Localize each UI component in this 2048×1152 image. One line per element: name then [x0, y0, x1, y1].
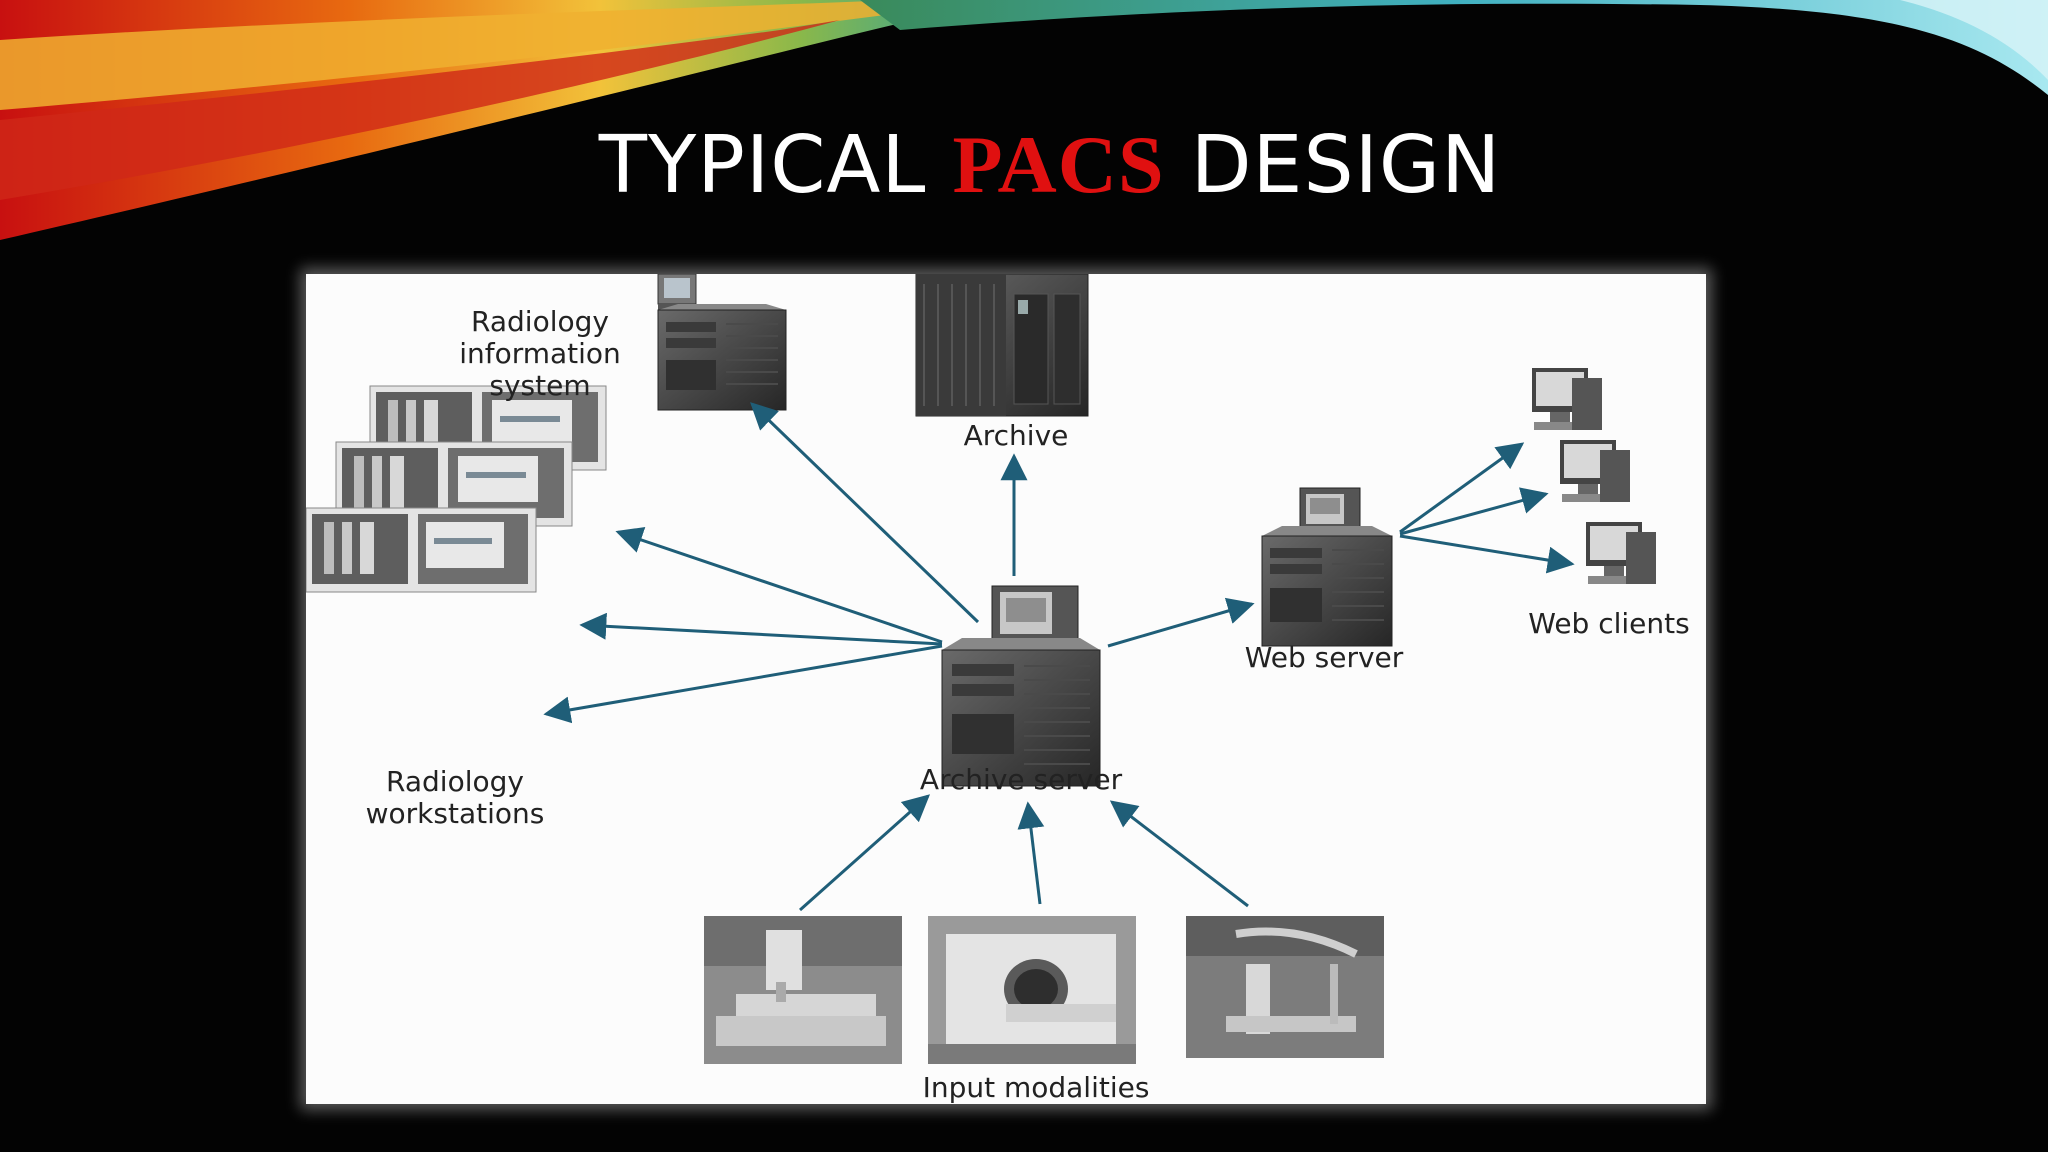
arrow-to-web-client-1: [1399, 442, 1525, 534]
web-clients-icon: [1532, 368, 1656, 584]
label-web-server: Web server: [1244, 641, 1404, 674]
label-archive-server: Archive server: [919, 763, 1123, 796]
title-suffix: DESIGN: [1190, 119, 1502, 211]
xray-modality-icon: [704, 916, 902, 1064]
arrow-from-xray: [799, 794, 931, 912]
mri-modality-icon: [928, 916, 1136, 1064]
label-workstations: Radiology workstations: [365, 765, 545, 830]
label-ris: Radiology information system: [459, 305, 621, 402]
arrow-to-workstation-3: [543, 644, 943, 724]
ris-server-icon: [657, 274, 787, 411]
web-client-2: [1560, 440, 1630, 502]
arrow-to-workstation-2: [579, 612, 943, 646]
arrow-from-angiography: [1109, 800, 1249, 908]
arrow-to-web-client-3: [1399, 534, 1575, 574]
angiography-modality-icon: [1186, 916, 1384, 1058]
arrow-to-workstation-1: [615, 527, 943, 644]
slide-title: TYPICAL PACS DESIGN: [0, 118, 2048, 212]
arrow-to-web-client-2: [1399, 487, 1549, 536]
workstation-3: [306, 507, 537, 593]
label-web-clients: Web clients: [1528, 607, 1690, 640]
archive-library-icon: [915, 274, 1089, 417]
arrow-to-ris: [750, 402, 980, 624]
decorative-ribbon: [0, 0, 2048, 240]
web-client-3: [1586, 522, 1656, 584]
pacs-diagram: [306, 274, 1656, 1064]
title-prefix: TYPICAL: [598, 119, 927, 211]
label-input-modalities: Input modalities: [922, 1071, 1150, 1104]
pacs-diagram-panel: Radiology information system Archive Web…: [306, 274, 1706, 1104]
web-client-1: [1532, 368, 1602, 430]
arrow-from-mri: [1017, 801, 1045, 905]
label-archive: Archive: [963, 419, 1069, 452]
arrow-to-web-server: [1107, 597, 1255, 648]
title-accent: PACS: [952, 119, 1165, 210]
workstations-icon: [306, 385, 607, 593]
web-server-icon: [1261, 487, 1393, 647]
archive-server-icon: [941, 585, 1101, 787]
